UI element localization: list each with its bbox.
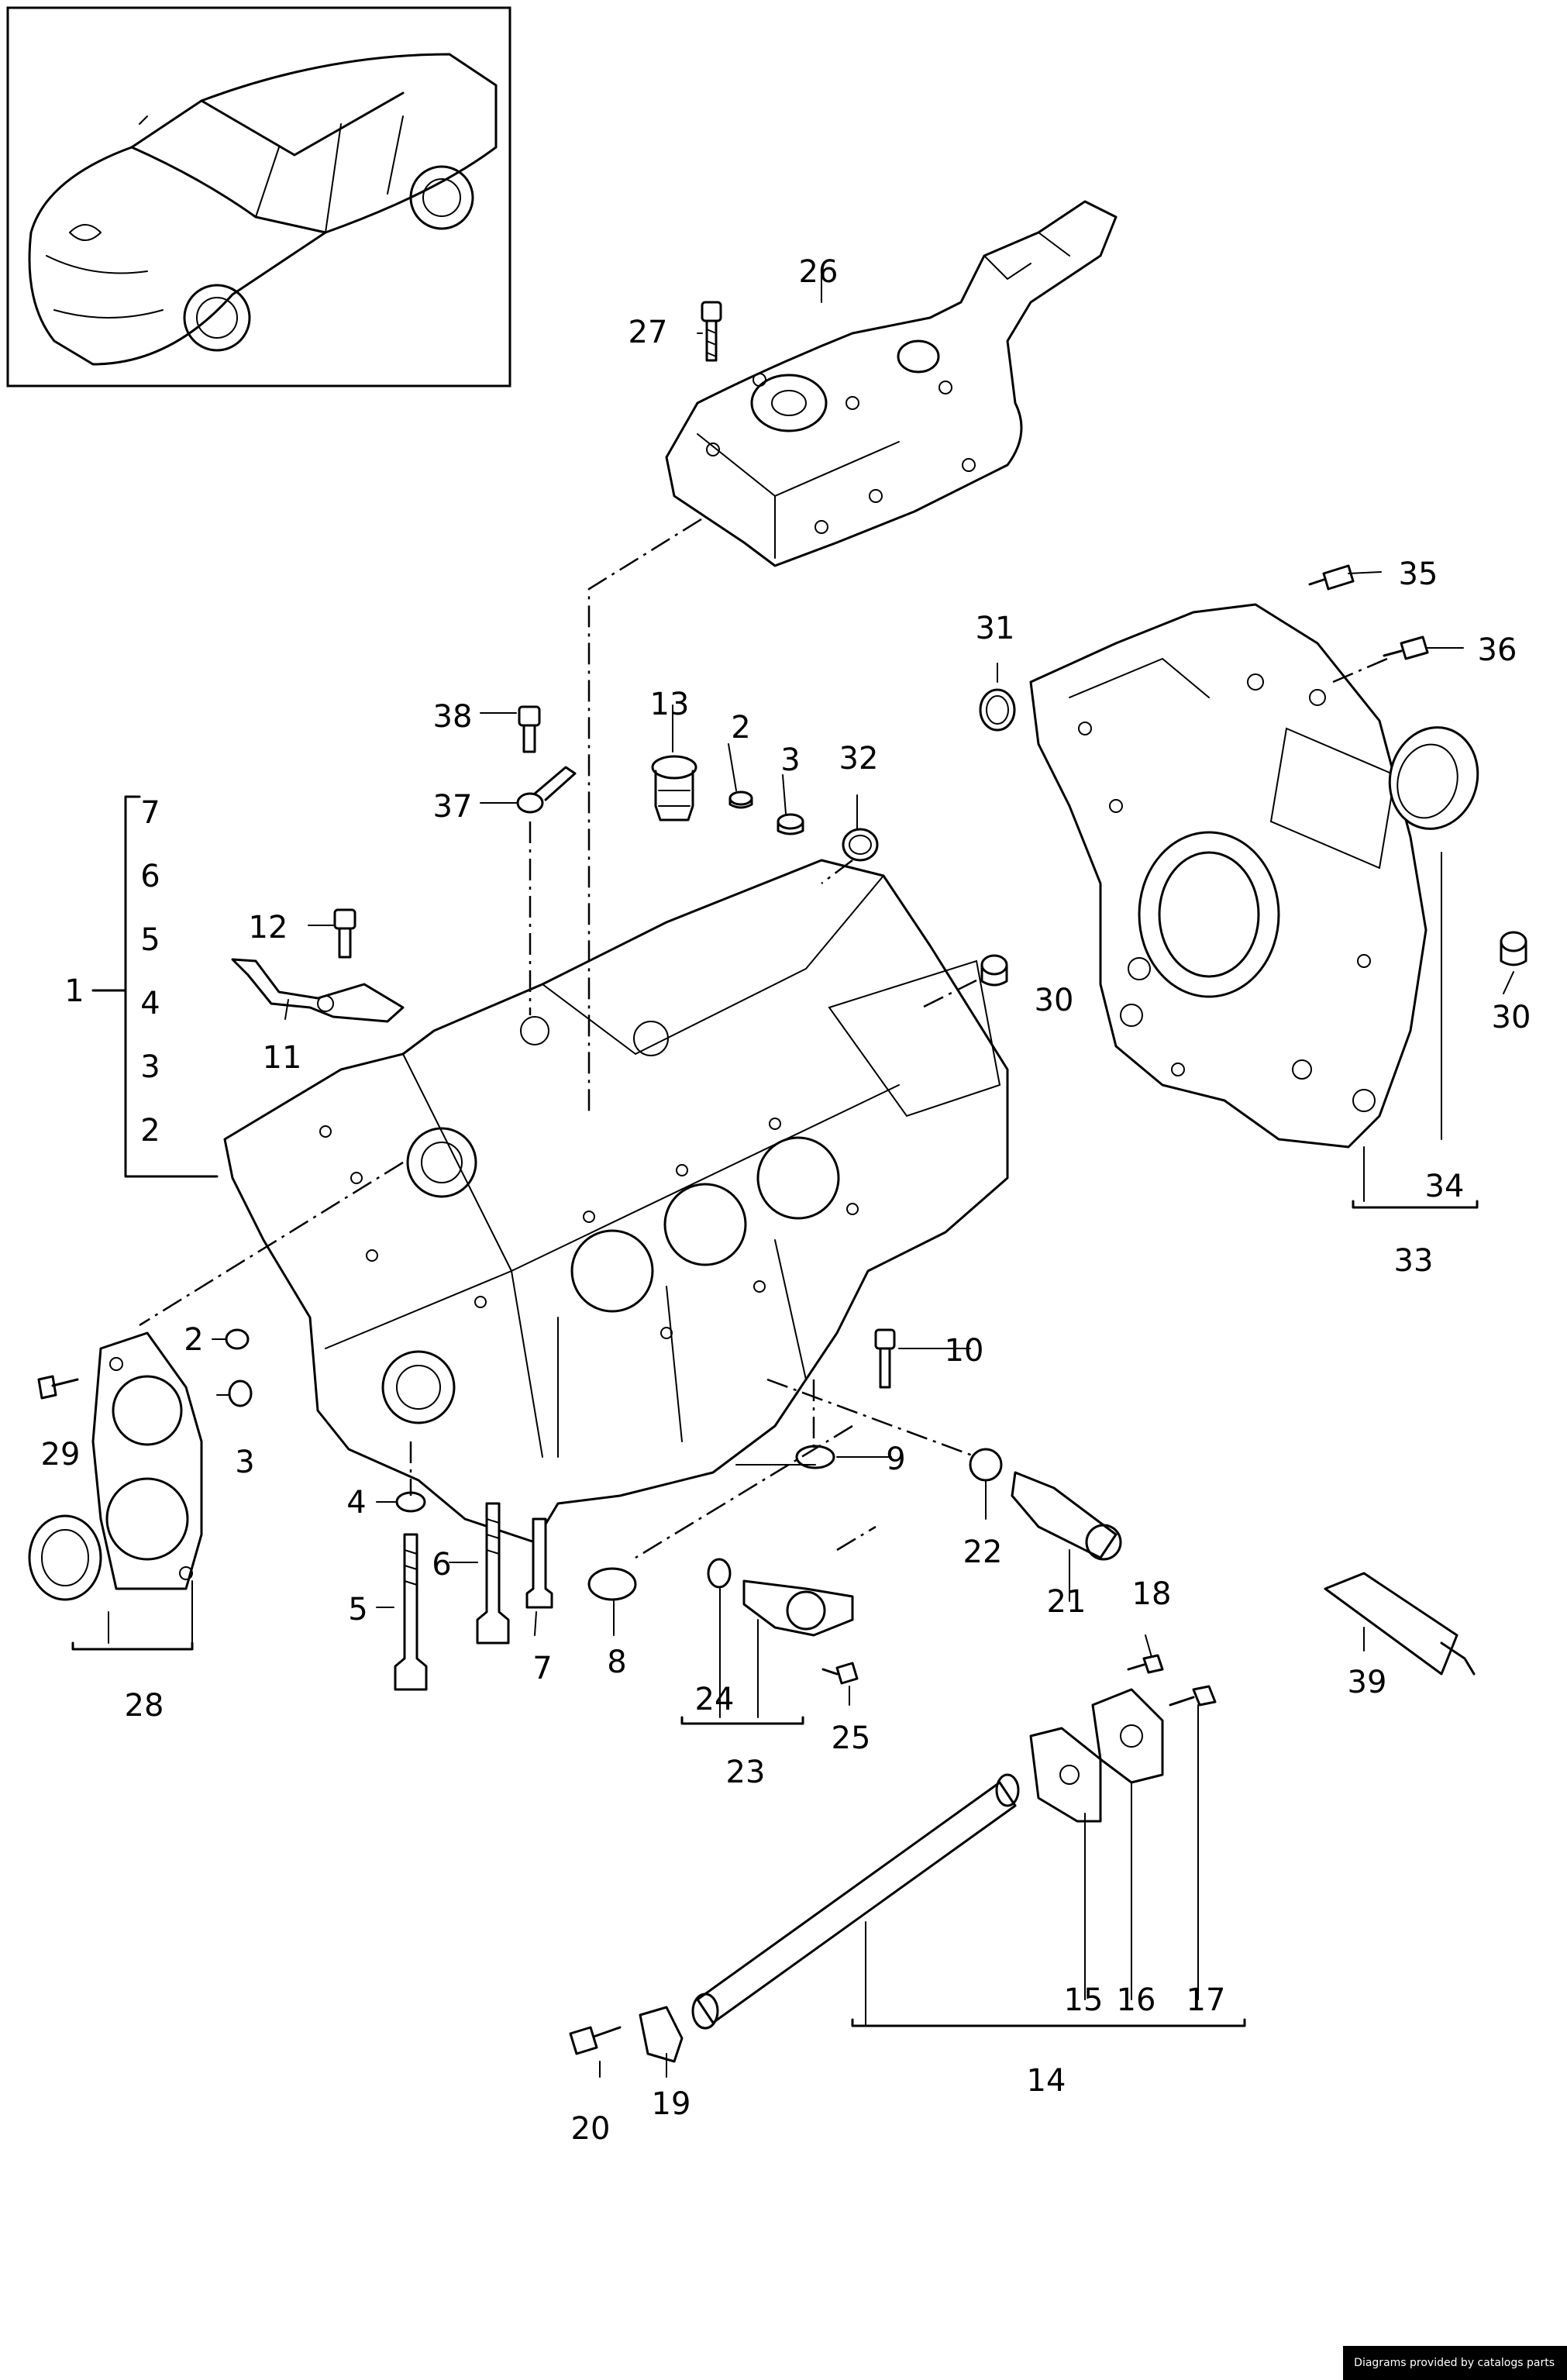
label-3-top: 3	[780, 742, 800, 778]
part-labels: 1 7 6 5 4 3 2 26 27 31 35 36 38 13 2 3 3…	[41, 254, 1531, 2147]
flange-part-16	[1091, 1688, 1164, 1784]
seal-part-28	[28, 1514, 102, 1601]
bolt-part-7	[525, 1517, 553, 1609]
label-2-left: 2	[184, 1322, 203, 1358]
label-30-center: 30	[1035, 983, 1074, 1018]
label-24: 24	[695, 1682, 735, 1717]
label-28: 28	[125, 1688, 164, 1724]
label-8: 8	[607, 1645, 626, 1680]
label-18: 18	[1132, 1576, 1172, 1612]
shaft-part-14	[691, 1773, 1020, 2030]
clamp-part-19	[639, 2006, 684, 2063]
bolt-part-35	[1308, 564, 1355, 591]
bracket-part-11	[231, 958, 405, 1023]
flange-part-15	[1029, 1727, 1102, 1823]
bolt-part-25	[821, 1662, 859, 1685]
ring-part-22	[969, 1448, 1003, 1482]
label-13: 13	[650, 687, 690, 722]
ring-part-2-top	[728, 790, 753, 809]
callout-lines	[71, 270, 1514, 2078]
bolt-part-12	[333, 908, 356, 959]
sleeve-part-30-right	[1500, 931, 1527, 966]
bolt-part-5	[394, 1533, 428, 1691]
label-7: 7	[532, 1651, 552, 1686]
label-7-stack: 7	[140, 795, 160, 831]
label-31: 31	[976, 611, 1015, 646]
label-6-stack: 6	[140, 859, 160, 894]
bolt-part-6	[476, 1502, 510, 1645]
bolt-part-10	[874, 1328, 896, 1389]
label-12: 12	[249, 910, 288, 945]
label-10: 10	[945, 1333, 984, 1369]
plug-part-9	[795, 1445, 835, 1469]
label-27: 27	[629, 315, 668, 350]
label-38: 38	[433, 699, 473, 735]
label-2-stack: 2	[140, 1113, 160, 1149]
label-29: 29	[41, 1437, 81, 1472]
sealant-tube-part-39	[1324, 1572, 1476, 1676]
ring-part-31	[979, 688, 1016, 732]
o-ring-part-8	[587, 1567, 637, 1601]
plug-part-13	[651, 755, 697, 821]
label-22: 22	[963, 1534, 1003, 1570]
ring-part-3-left	[228, 1379, 253, 1407]
sleeve-part-30-left	[980, 954, 1008, 987]
rear-cover-part-33	[1029, 603, 1428, 1149]
label-5-stack: 5	[140, 922, 160, 958]
assembly-lines	[139, 518, 1388, 1559]
label-34: 34	[1425, 1169, 1465, 1204]
seal-part-32	[842, 828, 879, 862]
label-4-stack: 4	[140, 986, 160, 1021]
vehicle-thumbnail	[6, 6, 511, 387]
bolt-part-17	[1169, 1685, 1217, 1707]
label-5: 5	[348, 1592, 367, 1627]
bolt-part-29	[37, 1375, 79, 1400]
label-17: 17	[1186, 1982, 1226, 2018]
bolt-part-36	[1383, 635, 1429, 660]
sender-part-37	[516, 766, 577, 814]
label-15: 15	[1064, 1982, 1104, 2018]
label-2-top: 2	[731, 710, 750, 746]
credit-footer: Diagrams provided by catalogs parts	[1343, 2346, 1567, 2380]
bolt-part-18	[1127, 1654, 1164, 1674]
label-25: 25	[832, 1720, 871, 1756]
label-32: 32	[839, 741, 879, 777]
label-37: 37	[433, 789, 473, 825]
front-cover-part-28	[91, 1331, 203, 1590]
label-23: 23	[726, 1755, 766, 1790]
ring-part-2-left	[225, 1328, 250, 1350]
label-35: 35	[1399, 556, 1438, 592]
crankcase-block	[223, 859, 1009, 1544]
label-20: 20	[571, 2111, 611, 2147]
label-26: 26	[799, 254, 839, 290]
bolt-part-27	[701, 301, 722, 362]
seal-part-34	[1388, 726, 1479, 830]
label-19: 19	[652, 2086, 691, 2122]
ring-part-3-top	[777, 813, 804, 835]
label-11: 11	[263, 1040, 302, 1076]
valve-part-21	[1011, 1471, 1122, 1561]
label-9: 9	[886, 1441, 905, 1477]
label-21: 21	[1047, 1584, 1087, 1620]
label-1: 1	[64, 973, 84, 1009]
label-36: 36	[1478, 632, 1517, 668]
bolt-part-20	[569, 2026, 622, 2055]
label-4: 4	[346, 1485, 366, 1521]
label-30-right: 30	[1492, 1000, 1531, 1035]
bolt-part-38	[518, 705, 541, 753]
label-39: 39	[1348, 1665, 1387, 1700]
chain-cover-part-26	[665, 200, 1118, 567]
label-33: 33	[1394, 1243, 1434, 1279]
ring-part-24	[707, 1558, 732, 1589]
solenoid-part-23	[742, 1579, 854, 1637]
label-14: 14	[1027, 2063, 1066, 2099]
label-6: 6	[432, 1547, 451, 1583]
label-3-left: 3	[235, 1445, 254, 1480]
label-16: 16	[1117, 1982, 1156, 2018]
label-3-stack: 3	[140, 1049, 160, 1085]
